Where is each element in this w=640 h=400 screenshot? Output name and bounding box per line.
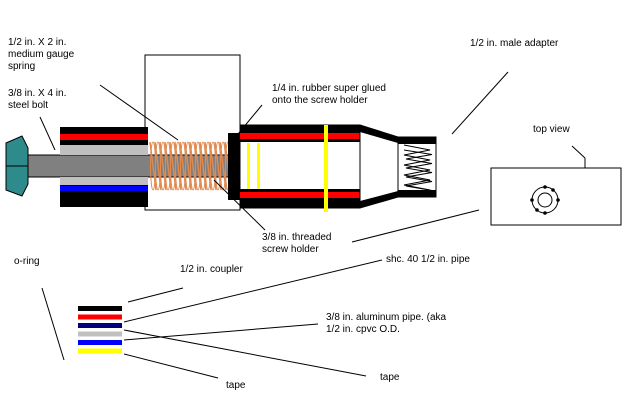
leader-tape-right <box>123 329 367 377</box>
leader-bolt <box>39 116 56 151</box>
legend-swatch <box>78 314 122 320</box>
label-rubber: 1/4 in. rubber super glued onto the scre… <box>272 83 386 107</box>
label-aluminum-line-1: 3/8 in. aluminum pipe. (aka <box>326 312 447 323</box>
sleeve-silver-band-bottom <box>60 177 148 185</box>
leader-top-view-pipe <box>351 209 480 243</box>
pipe-red-top <box>240 133 360 139</box>
label-rubber-line-2: onto the screw holder <box>272 95 368 106</box>
sleeve-blue-band <box>60 186 148 191</box>
label-spring-line-3: spring <box>8 61 36 72</box>
label-pipe40: shc. 40 1/2 in. pipe <box>386 254 470 265</box>
screw-holder-plate <box>228 133 240 200</box>
top-view-hole-upper-right <box>551 188 555 192</box>
label-tape-left: tape <box>226 380 246 391</box>
adapter-taper-bottom-wall <box>360 191 398 208</box>
legend-swatch <box>78 331 122 337</box>
adapter-thread-zigzag <box>403 144 433 191</box>
label-spring: 1/2 in. X 2 in. medium gauge spring <box>8 37 74 73</box>
top-view-hole-top <box>543 185 547 189</box>
label-bolt-line-1: 3/8 in. X 4 in. <box>8 88 67 99</box>
leader-adapter <box>451 71 509 135</box>
legend-swatch <box>78 306 122 311</box>
legend-swatch <box>78 340 122 345</box>
adapter-thread-top <box>398 137 436 144</box>
top-view-hole-lower-left <box>535 208 539 212</box>
label-tape-right: tape <box>380 372 400 383</box>
leader-rubber <box>237 104 263 135</box>
adapter-taper-top-wall <box>360 125 398 143</box>
yellow-ring-1 <box>247 143 250 189</box>
leader-oring <box>41 287 65 361</box>
top-view-hole-bottom <box>543 211 547 215</box>
top-view-inner-circle <box>537 192 553 208</box>
label-screw-holder: 3/8 in. threaded screw holder <box>262 232 332 256</box>
yellow-ring-3 <box>324 125 328 212</box>
leader-tape-left <box>123 353 219 379</box>
label-coupler: 1/2 in. coupler <box>180 264 243 275</box>
label-spring-line-2: medium gauge <box>8 49 75 60</box>
sleeve-silver-band-top <box>60 145 148 155</box>
label-aluminum-line-2: 1/2 in. cpvc O.D. <box>326 324 400 335</box>
label-adapter: 1/2 in. male adapter <box>470 38 559 49</box>
spring-coils <box>149 141 232 191</box>
legend-swatch <box>78 323 122 328</box>
leader-top-view <box>571 145 586 159</box>
label-screw-holder-line-1: 3/8 in. threaded <box>262 232 332 243</box>
label-top-view: top view <box>533 124 570 135</box>
pipe-wall-bottom <box>240 189 360 208</box>
yellow-ring-2 <box>257 143 260 189</box>
adapter-thread-bottom <box>398 190 436 197</box>
label-screw-holder-line-2: screw holder <box>262 244 319 255</box>
label-bolt-line-2: steel bolt <box>8 100 49 111</box>
leader-coupler <box>127 287 184 303</box>
sleeve-red-band <box>60 134 148 140</box>
leader-spring <box>99 84 179 141</box>
top-view-hole-right <box>556 198 560 202</box>
label-bolt: 3/8 in. X 4 in. steel bolt <box>8 88 66 112</box>
pipe-red-bottom <box>240 192 360 198</box>
label-rubber-line-1: 1/4 in. rubber super glued <box>272 83 386 94</box>
leader-screw-holder <box>213 179 266 231</box>
label-aluminum: 3/8 in. aluminum pipe. (aka 1/2 in. cpvc… <box>326 312 446 336</box>
label-spring-line-1: 1/2 in. X 2 in. <box>8 37 67 48</box>
top-view-hole-left <box>530 198 534 202</box>
thread-zigzag-path-2 <box>403 149 433 191</box>
label-oring: o-ring <box>14 256 40 267</box>
leader-pipe40 <box>123 259 383 323</box>
legend-swatch <box>78 348 122 354</box>
material-legend <box>78 306 122 354</box>
leader-lines <box>39 71 586 379</box>
leader-aluminum <box>123 323 319 341</box>
